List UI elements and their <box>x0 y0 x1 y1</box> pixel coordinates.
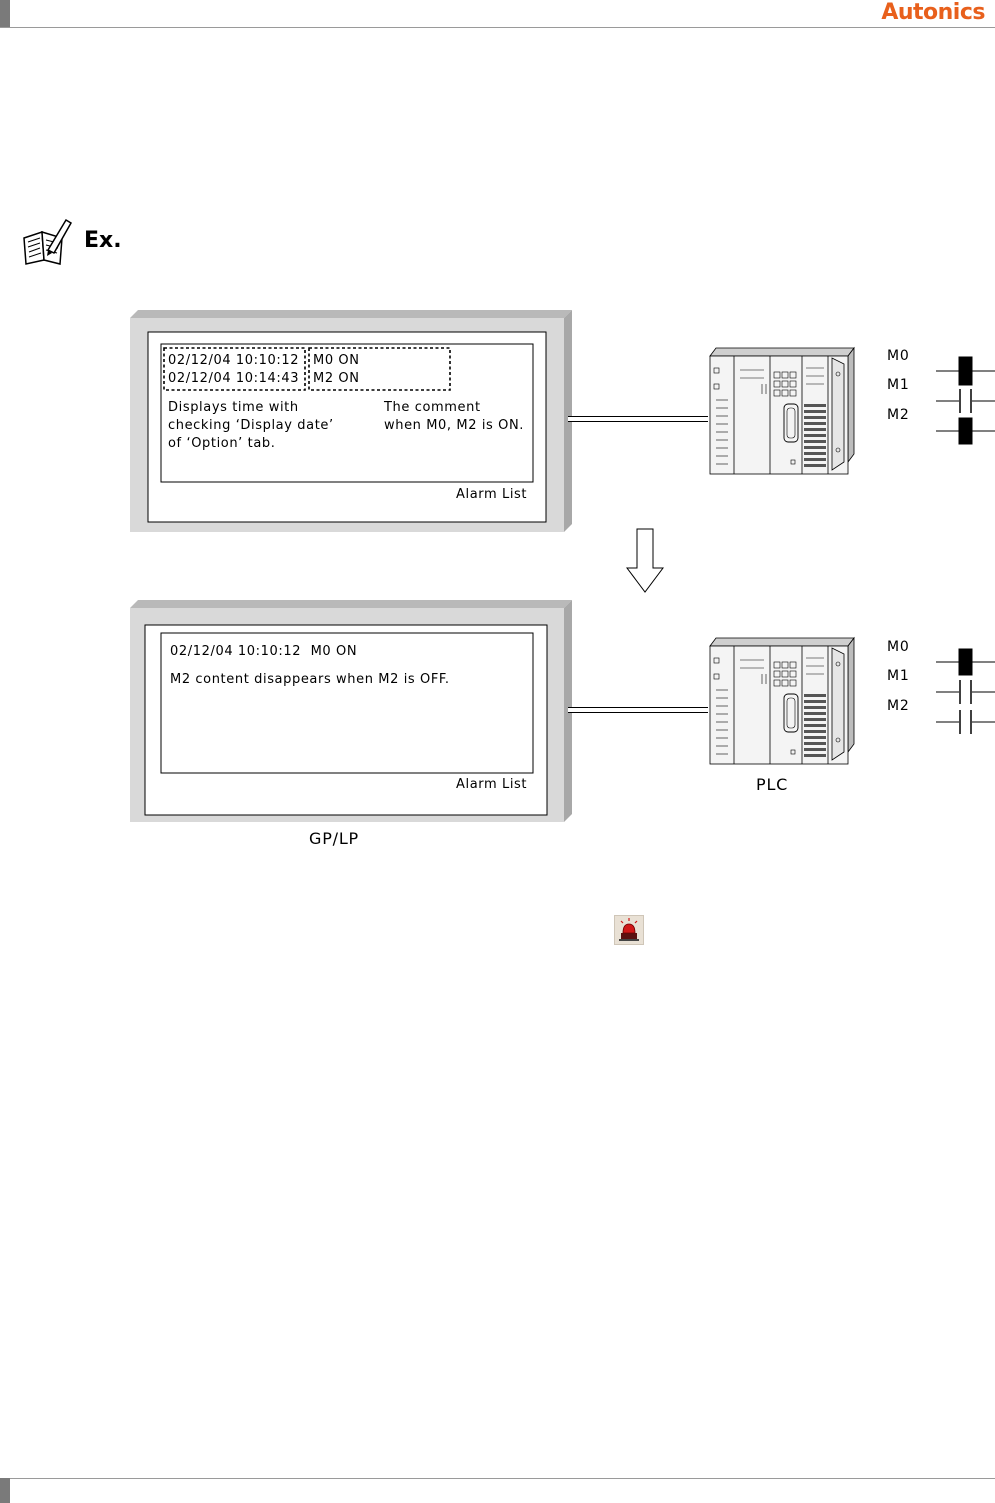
example-label: Ex. <box>84 228 122 253</box>
note-right-1: The comment <box>384 400 481 415</box>
contact-label-m1-after: M1 <box>887 668 910 684</box>
contact-label-m2-before: M2 <box>887 407 910 423</box>
contact-label-m1-before: M1 <box>887 377 910 393</box>
alarm-line-2: M2 content disappears when M2 is OFF. <box>170 672 450 687</box>
notebook-pencil-icon <box>23 218 73 265</box>
note-left-2: checking ‘Display date’ <box>168 418 334 433</box>
contact-label-m0-after: M0 <box>887 639 910 655</box>
alarm-comment-2: M2 ON <box>313 371 360 386</box>
brand-logo: Autonics <box>881 0 985 25</box>
alarm-time-2: 02/12/04 10:14:43 <box>168 371 300 386</box>
note-left-3: of ‘Option’ tab. <box>168 436 276 451</box>
alarm-list-caption-after: Alarm List <box>456 777 528 792</box>
cable-after <box>568 707 708 713</box>
footer-rule <box>0 1478 995 1479</box>
down-arrow-icon <box>626 528 664 593</box>
alarm-list-caption-before: Alarm List <box>456 487 528 502</box>
footer-accent-bar <box>0 1478 10 1503</box>
note-left-1: Displays time with <box>168 400 299 415</box>
alarm-time-1: 02/12/04 10:10:12 <box>168 353 300 368</box>
cable-before <box>568 416 708 422</box>
ladder-contacts-after <box>936 648 995 734</box>
alarm-comment-1: M0 ON <box>313 353 360 368</box>
ladder-contacts-before <box>936 356 995 445</box>
gp-panel-after <box>130 600 572 822</box>
contact-label-m0-before: M0 <box>887 348 910 364</box>
header-accent-bar <box>0 0 10 28</box>
plc-label: PLC <box>756 775 789 794</box>
alarm-line-1: 02/12/04 10:10:12 M0 ON <box>170 644 358 659</box>
plc-device-after <box>709 636 855 765</box>
gp-panel-before <box>130 310 572 532</box>
gp-lp-label: GP/LP <box>309 829 359 848</box>
header-rule <box>0 27 995 28</box>
plc-device-before <box>709 346 855 475</box>
alarm-list-icon[interactable] <box>614 915 644 945</box>
note-right-2: when M0, M2 is ON. <box>384 418 525 433</box>
contact-label-m2-after: M2 <box>887 698 910 714</box>
